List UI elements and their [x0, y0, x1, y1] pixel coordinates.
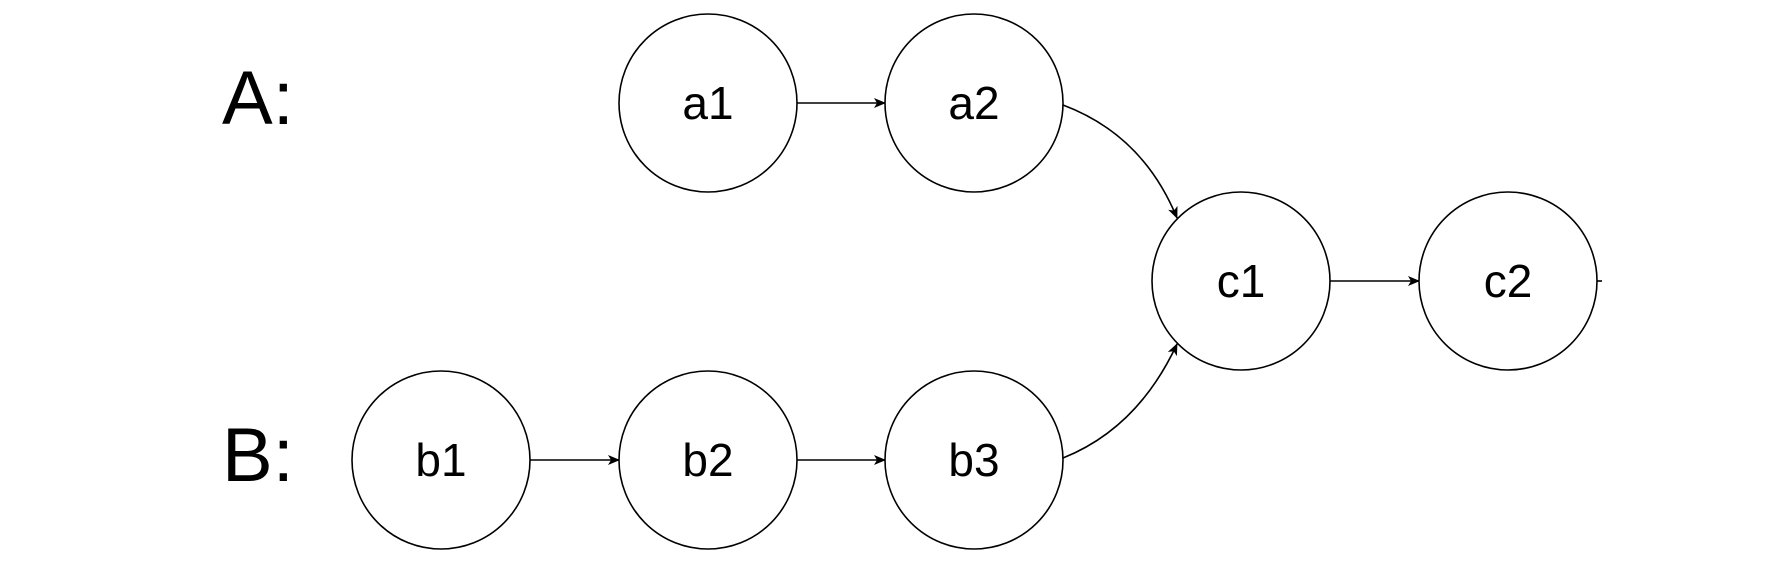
- edges-layer: [530, 98, 1420, 465]
- edge-a2-c1: [1062, 104, 1178, 219]
- node-b3-label: b3: [948, 434, 999, 486]
- node-b2-circle: [618, 370, 798, 550]
- node-b3: b3: [884, 370, 1064, 550]
- node-c1-circle: [1151, 191, 1331, 371]
- node-b3-circle: [884, 370, 1064, 550]
- node-b1: b1: [351, 370, 531, 550]
- node-c2: c2: [1418, 191, 1598, 371]
- node-a2-label: a2: [948, 77, 999, 129]
- node-b1-circle: [351, 370, 531, 550]
- list-label-a: A:: [222, 56, 294, 141]
- node-b1-label: b1: [415, 434, 466, 486]
- list-label-b: B:: [222, 413, 294, 498]
- node-b2: b2: [618, 370, 798, 550]
- node-a2-circle: [884, 13, 1064, 193]
- node-a1: a1: [618, 13, 798, 193]
- node-c2-label: c2: [1484, 255, 1533, 307]
- node-a1-label: a1: [682, 77, 733, 129]
- node-c1-label: c1: [1217, 255, 1266, 307]
- nodes-layer: a1 a2 b1 b2 b3 c1 c2: [351, 13, 1598, 550]
- node-a1-circle: [618, 13, 798, 193]
- node-c1: c1: [1151, 191, 1331, 371]
- node-a2: a2: [884, 13, 1064, 193]
- node-b2-label: b2: [682, 434, 733, 486]
- edge-b3-c1: [1062, 343, 1178, 459]
